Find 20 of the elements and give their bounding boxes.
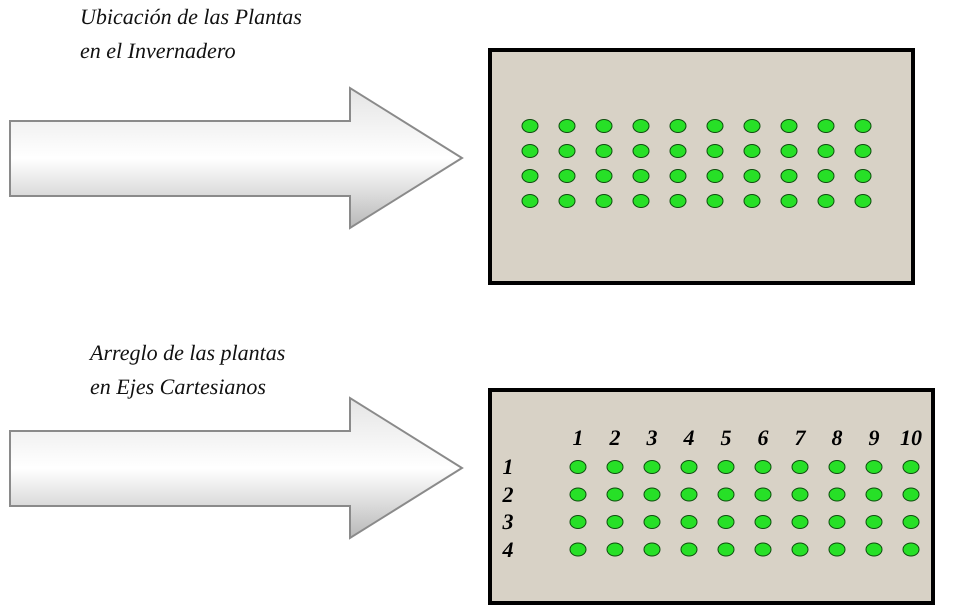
column-number: 4	[684, 427, 694, 449]
row-number: 2	[502, 484, 514, 506]
column-number: 1	[572, 427, 584, 449]
column-number: 5	[720, 427, 732, 449]
planting-area	[488, 48, 915, 285]
column-number: 6	[758, 427, 768, 449]
column-number: 7	[794, 427, 806, 449]
block-arrow	[9, 86, 464, 230]
arrow-caption: Arreglo de las plantas en Ejes Cartesianos	[10, 336, 370, 404]
block-arrow	[9, 396, 464, 540]
column-number: 9	[868, 427, 880, 449]
column-number: 10	[900, 427, 922, 449]
column-number: 8	[832, 427, 842, 449]
column-number: 2	[610, 427, 620, 449]
row-number: 4	[502, 538, 514, 560]
row-number: 3	[502, 511, 514, 533]
column-number: 3	[646, 427, 658, 449]
row-number: 1	[502, 456, 514, 478]
arrow-caption: Ubicación de las Plantas en el Invernadero	[10, 0, 370, 68]
planting-area	[488, 388, 935, 605]
